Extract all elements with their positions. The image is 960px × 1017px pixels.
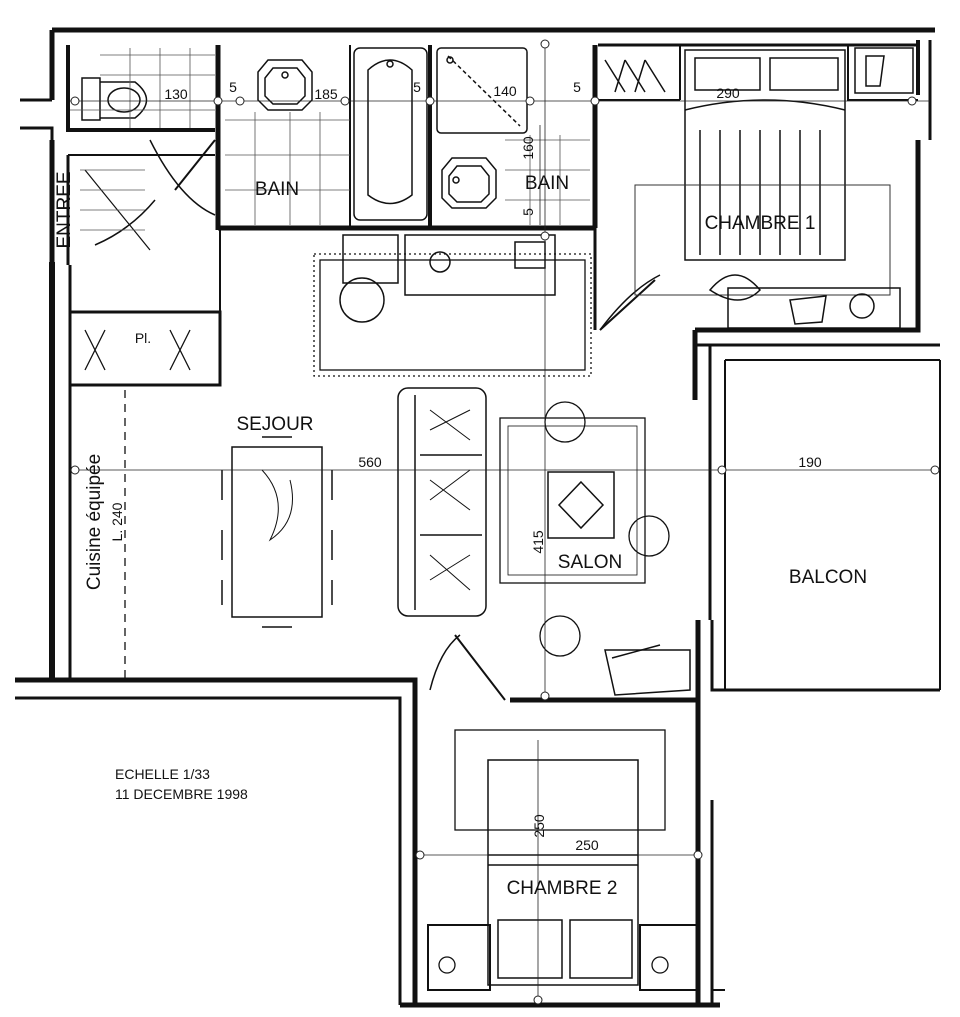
lamps-chambre-2 <box>438 956 669 974</box>
interior-walls <box>66 43 918 991</box>
dim-balcon-width: 190 <box>798 454 822 470</box>
label-bain-1: BAIN <box>255 179 299 200</box>
coffee-table-icon <box>547 471 615 539</box>
label-placard: Pl. <box>135 330 151 346</box>
label-salon: SALON <box>558 552 622 573</box>
dimension-lines <box>70 40 935 1000</box>
doors <box>84 139 661 701</box>
entree-hatching <box>80 169 145 231</box>
label-sejour: SEJOUR <box>236 414 313 435</box>
rug-salon <box>499 417 646 584</box>
bathtub-icon <box>353 47 428 221</box>
washbasin-2-icon <box>441 157 497 209</box>
rug-chambre-1 <box>634 184 891 296</box>
scale-note: ECHELLE 1/33 <box>115 766 210 782</box>
date-note: 11 DECEMBRE 1998 <box>115 786 248 802</box>
wardrobe-icon <box>604 59 666 93</box>
dimension-markers <box>70 39 940 1005</box>
bain-floor-tiles <box>225 112 350 225</box>
armchair-icon <box>604 644 691 696</box>
label-balcon: BALCON <box>789 567 867 588</box>
label-chambre-1: CHAMBRE 1 <box>705 213 816 234</box>
dim-wall-1: 5 <box>229 79 237 95</box>
toilet-icon <box>81 77 148 121</box>
dim-wc-width: 130 <box>164 86 188 102</box>
rug-chambre-2 <box>454 729 666 831</box>
dim-chambre-2-depth: 250 <box>531 814 547 838</box>
dim-wall-4: 5 <box>520 208 536 216</box>
bed-2-icon <box>487 759 639 986</box>
dim-shower-width: 140 <box>493 83 517 99</box>
dim-salon-depth: 415 <box>530 530 546 554</box>
desk-chambre-1 <box>854 47 914 94</box>
label-entree: ENTREE <box>54 171 75 248</box>
dim-bain-depth: 160 <box>520 136 536 160</box>
bedside-chambre-1 <box>708 274 901 329</box>
label-chambre-2: CHAMBRE 2 <box>507 878 618 899</box>
exterior-walls <box>15 27 941 1008</box>
rug-sejour <box>313 253 592 377</box>
bed-1-icon <box>684 49 846 261</box>
bain-2-tiles <box>505 135 590 225</box>
sideboard-icon <box>339 234 556 323</box>
shower-icon <box>436 47 528 134</box>
dim-sejour-width: 560 <box>358 454 382 470</box>
sofa-icon <box>397 387 487 617</box>
placard-icon <box>84 329 191 371</box>
label-cuisine: Cuisine équipée <box>84 454 105 590</box>
wc-floor-tiles <box>70 48 215 128</box>
dim-chambre-2-width: 250 <box>575 837 599 853</box>
label-bain-2: BAIN <box>525 173 569 194</box>
dim-wall-3: 5 <box>573 79 581 95</box>
dim-wall-2: 5 <box>413 79 421 95</box>
dim-bain-width: 185 <box>314 86 338 102</box>
label-cuisine-length: L. 240 <box>109 502 125 541</box>
dim-chambre-1-width: 290 <box>716 85 740 101</box>
stools-icon <box>539 401 670 657</box>
dining-table-icon <box>221 436 333 628</box>
washbasin-icon <box>257 59 313 111</box>
